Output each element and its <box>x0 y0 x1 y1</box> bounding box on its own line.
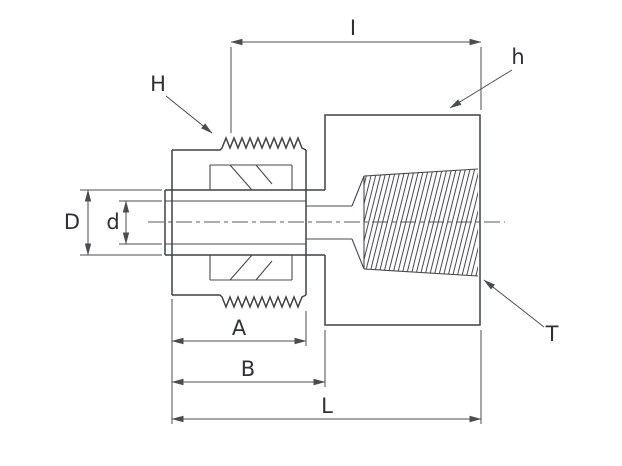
dimension-D: D <box>64 189 162 256</box>
label-dim-A: A <box>232 316 247 340</box>
label-dim-L: L <box>321 394 333 418</box>
leader-H: H <box>150 72 213 134</box>
dimension-d: d <box>106 200 162 245</box>
tube-section <box>164 189 325 256</box>
thread-section <box>363 168 479 277</box>
ferrule-detail <box>209 164 293 281</box>
nut-section <box>171 135 307 310</box>
dimension-B: B <box>171 330 326 387</box>
leader-T: T <box>483 279 559 346</box>
label-thread-T: T <box>545 322 559 346</box>
label-hex-nut: H <box>150 72 166 96</box>
label-hex-body: h <box>511 45 524 69</box>
label-dim-I: I <box>350 16 356 40</box>
label-dia-d: d <box>106 210 119 234</box>
dimension-I: I <box>230 16 482 133</box>
body-section <box>306 114 481 326</box>
label-dia-D: D <box>64 210 80 234</box>
dimension-A: A <box>171 311 307 346</box>
dimension-L: L <box>171 299 482 424</box>
label-dim-B: B <box>241 357 255 381</box>
leader-h: h <box>449 45 525 109</box>
